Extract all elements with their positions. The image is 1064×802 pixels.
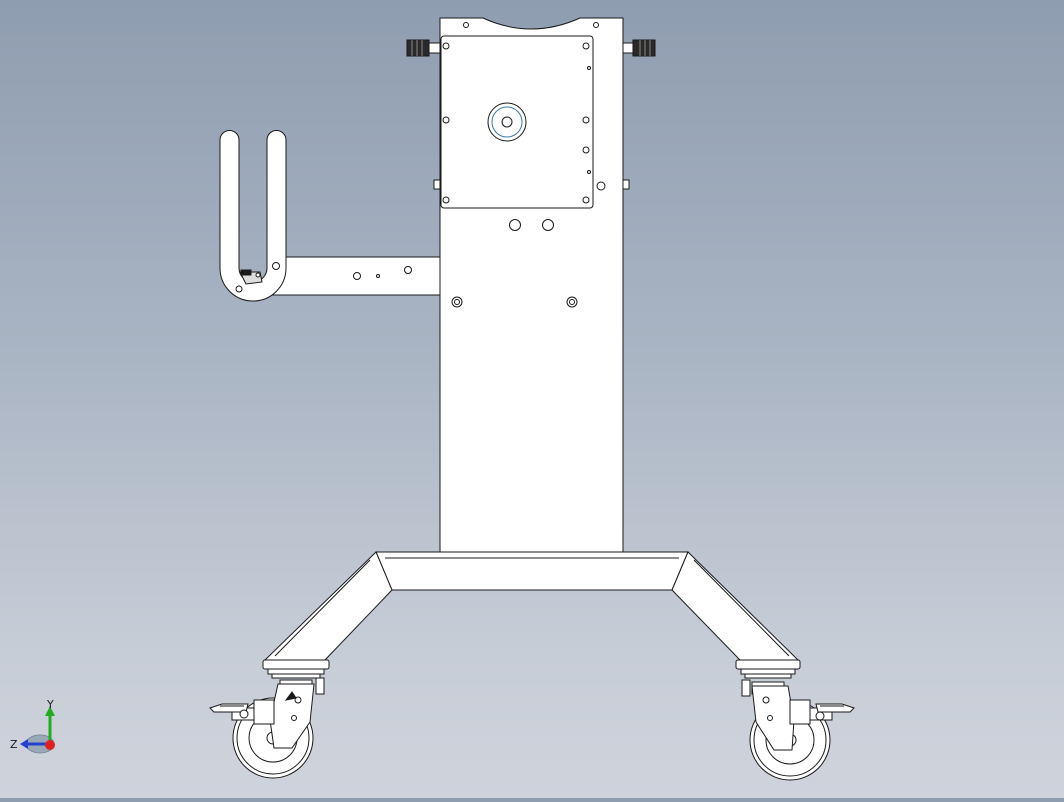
mount-plate xyxy=(440,35,594,209)
triad-y-label: Y xyxy=(46,698,54,711)
caster-left xyxy=(209,677,325,779)
leg-left xyxy=(262,551,393,679)
knob-left xyxy=(406,39,441,57)
x-axis-dot xyxy=(45,740,55,750)
knob-right xyxy=(622,39,656,57)
base-crossbar xyxy=(375,551,689,591)
side-arm xyxy=(271,256,441,296)
orientation-triad: Y Z xyxy=(10,698,55,754)
leg-right xyxy=(671,551,801,679)
caster-right xyxy=(741,679,855,781)
triad-z-label: Z xyxy=(10,738,18,751)
fork-handle xyxy=(219,130,287,302)
